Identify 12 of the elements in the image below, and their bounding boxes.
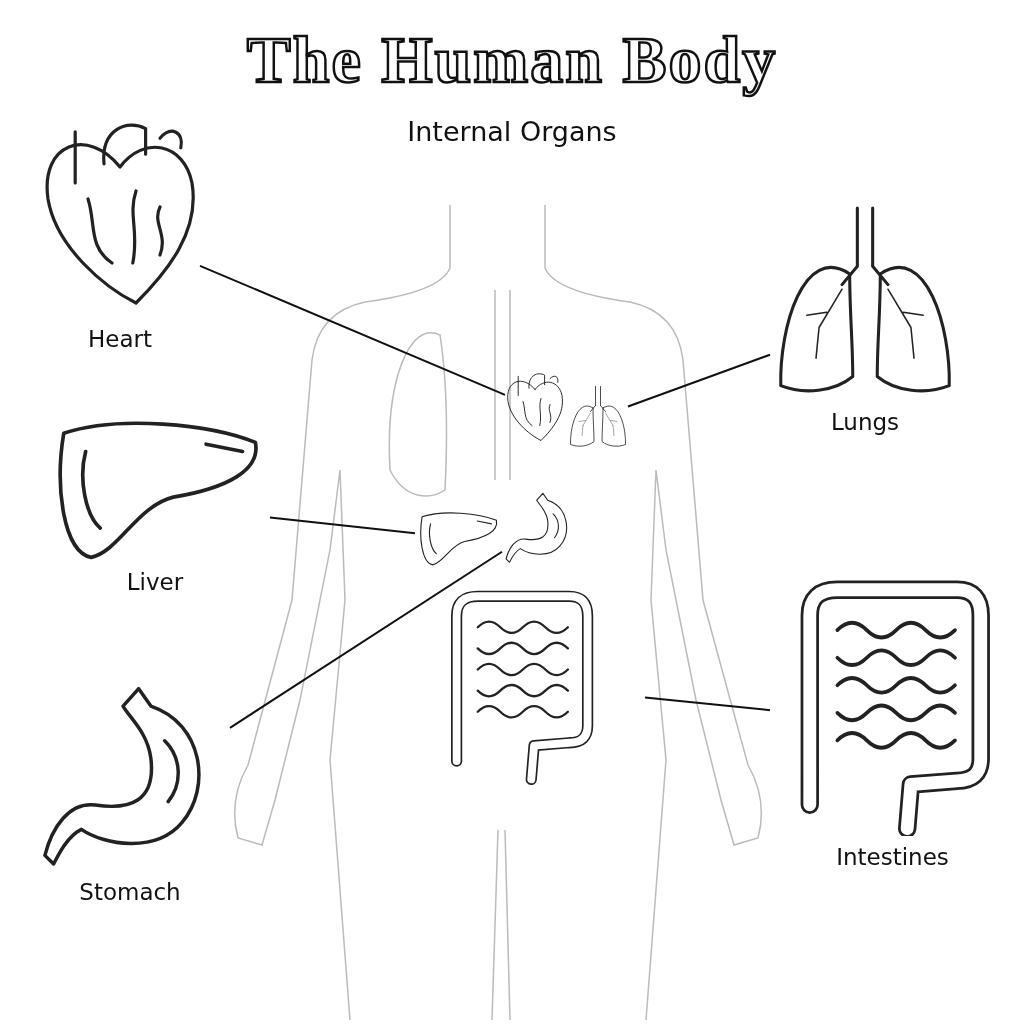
leader-line xyxy=(644,696,771,712)
organ-label: Heart xyxy=(88,326,152,352)
organ-label: Liver xyxy=(126,569,184,595)
organ-label: Stomach xyxy=(79,879,181,905)
leader-line xyxy=(269,516,416,535)
organ-label: Lungs xyxy=(830,409,900,435)
leader-line xyxy=(199,264,506,396)
leader-line xyxy=(229,550,503,729)
organ-label: Intestines xyxy=(836,844,949,870)
leader-line xyxy=(627,353,771,408)
subtitle: Internal Organs xyxy=(407,116,617,147)
title: The Human Body xyxy=(246,22,778,98)
